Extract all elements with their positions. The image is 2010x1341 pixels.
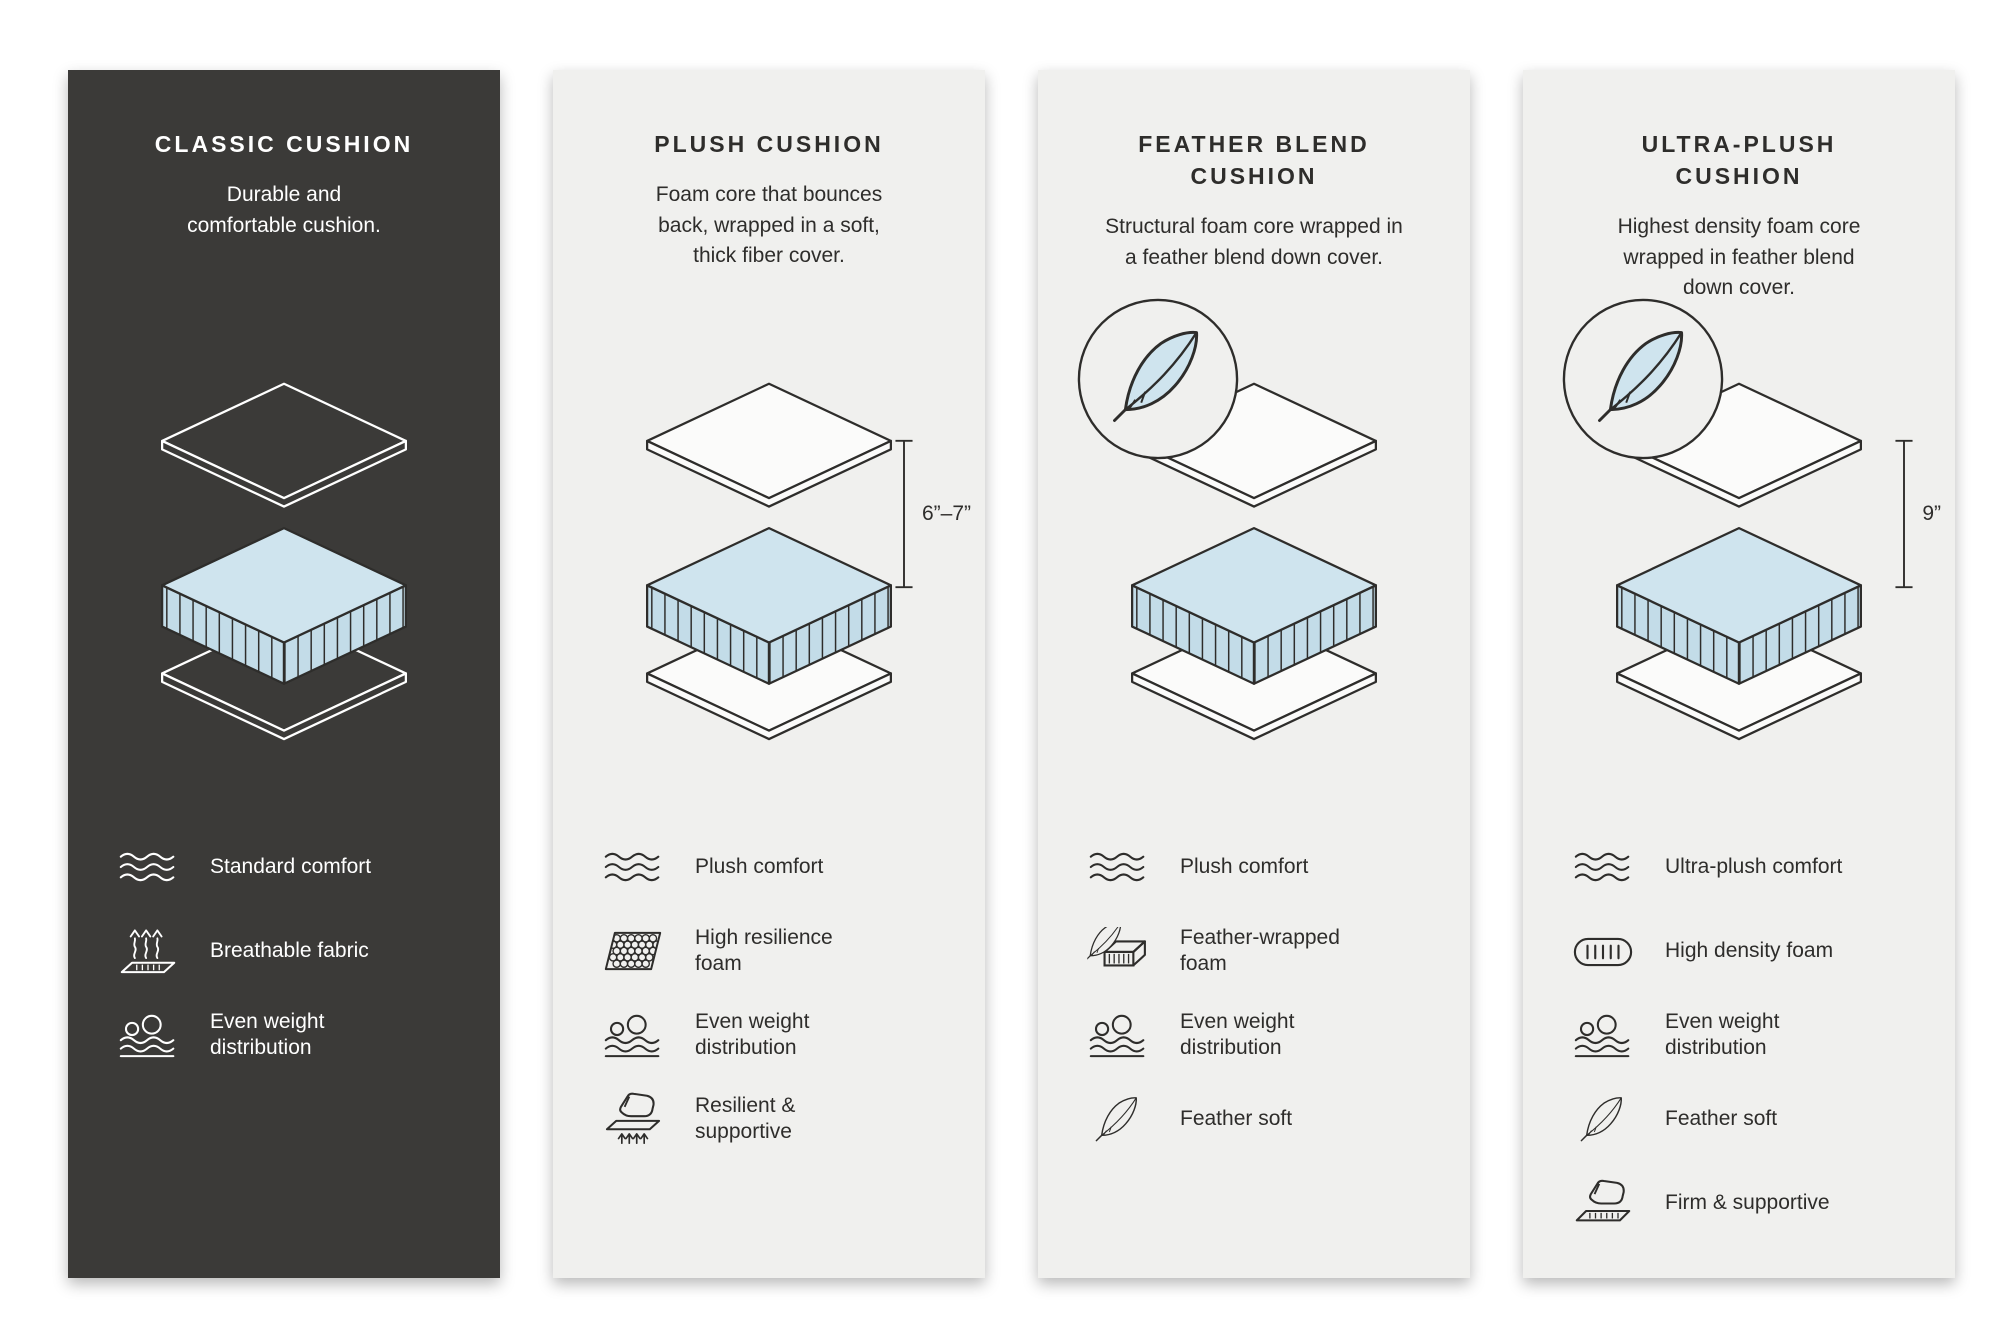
feature-item: Standard comfort [112, 838, 486, 896]
even-weight-icon [1567, 1012, 1639, 1059]
feature-label: Even weight distribution [210, 1009, 325, 1059]
feature-label: Feather-wrapped foam [1180, 925, 1340, 975]
panel-classic-cushion: CLASSIC CUSHION Durable and comfortable … [68, 70, 500, 1278]
panel-plush-cushion: PLUSH CUSHION Foam core that bounces bac… [553, 70, 985, 1278]
feather-icon [1082, 1095, 1154, 1143]
panel-description: Highest density foam core wrapped in fea… [1617, 215, 1861, 300]
comfort-waves-icon [1567, 848, 1639, 886]
feature-label: Ultra-plush comfort [1665, 854, 1843, 878]
feature-item: Plush comfort [1082, 838, 1456, 896]
feather-wrapped-foam-icon [1082, 927, 1154, 975]
feature-label: High resilience foam [695, 925, 833, 975]
feature-item: Plush comfort [597, 838, 971, 896]
feature-label: Standard comfort [210, 854, 372, 878]
breathable-fabric-icon [112, 927, 184, 976]
panel-title: FEATHER BLEND CUSHION [1138, 131, 1370, 190]
feature-label: Even weight distribution [695, 1009, 810, 1059]
density-foam-icon [1567, 930, 1639, 973]
feather-badge [1562, 298, 1724, 460]
feature-item: High resilience foam [597, 922, 971, 980]
feature-list: Ultra-plush comfort High density foam Ev… [1567, 838, 1941, 1258]
height-marker: 6”–7” [894, 438, 971, 590]
panel-feather-blend-cushion: FEATHER BLEND CUSHION Structural foam co… [1038, 70, 1470, 1278]
cushion-diagram: 6”–7” [553, 320, 985, 760]
even-weight-icon [1082, 1012, 1154, 1059]
feature-item: Feather soft [1082, 1090, 1456, 1148]
feather-badge [1077, 298, 1239, 460]
feature-item: High density foam [1567, 922, 1941, 980]
comfort-waves-icon [1082, 848, 1154, 886]
feature-label: Even weight distribution [1180, 1009, 1295, 1059]
firm-supportive-icon [1567, 1179, 1639, 1228]
feature-item: Firm & supportive [1567, 1174, 1941, 1232]
height-marker: 9” [1894, 438, 1941, 590]
cushion-diagram [68, 320, 500, 760]
feature-label: Feather soft [1180, 1106, 1293, 1130]
height-label: 9” [1922, 502, 1941, 525]
panel-title: CLASSIC CUSHION [154, 131, 414, 157]
dimension-line [1895, 439, 1913, 589]
dimension-line [895, 439, 913, 589]
cushion-diagram: 9” [1523, 298, 1955, 760]
panel-ultra-plush-cushion: ULTRA-PLUSH CUSHION Highest density foam… [1523, 70, 1955, 1278]
feature-item: Even weight distribution [112, 1006, 486, 1064]
feature-list: Standard comfort Breathable fabric Even … [112, 838, 486, 1090]
resilient-supportive-icon [597, 1092, 669, 1146]
comfort-waves-icon [112, 848, 184, 886]
feature-label: Firm & supportive [1665, 1190, 1830, 1214]
feature-list: Plush comfort Feather-wrapped foam Even … [1082, 838, 1456, 1174]
cushion-layers-illustration [619, 380, 919, 750]
feature-item: Feather-wrapped foam [1082, 922, 1456, 980]
cushion-comparison-infographic: CLASSIC CUSHION Durable and comfortable … [68, 70, 1955, 1278]
comfort-waves-icon [597, 848, 669, 886]
feature-label: Plush comfort [695, 854, 824, 878]
height-label: 6”–7” [921, 502, 971, 525]
feature-item: Resilient & supportive [597, 1090, 971, 1148]
resilience-foam-icon [597, 930, 669, 972]
even-weight-icon [597, 1012, 669, 1059]
cushion-layers-illustration [134, 380, 434, 750]
cushion-diagram [1038, 298, 1470, 760]
panel-description: Structural foam core wrapped in a feathe… [1105, 215, 1403, 269]
feather-icon [1567, 1095, 1639, 1143]
feature-label: Breathable fabric [210, 938, 369, 962]
feature-list: Plush comfort High resilience foam Even … [597, 838, 971, 1174]
feature-item: Even weight distribution [1567, 1006, 1941, 1064]
panel-description: Foam core that bounces back, wrapped in … [655, 183, 883, 268]
feature-label: Resilient & supportive [695, 1093, 796, 1143]
panel-title: ULTRA-PLUSH CUSHION [1641, 131, 1837, 190]
feature-item: Even weight distribution [597, 1006, 971, 1064]
even-weight-icon [112, 1012, 184, 1059]
panel-title: PLUSH CUSHION [654, 131, 884, 157]
feature-label: Plush comfort [1180, 854, 1309, 878]
feature-label: Feather soft [1665, 1106, 1778, 1130]
feature-label: High density foam [1665, 938, 1834, 962]
feature-item: Feather soft [1567, 1090, 1941, 1148]
feature-item: Breathable fabric [112, 922, 486, 980]
panel-description: Durable and comfortable cushion. [187, 183, 381, 237]
feature-item: Ultra-plush comfort [1567, 838, 1941, 896]
feature-item: Even weight distribution [1082, 1006, 1456, 1064]
feature-label: Even weight distribution [1665, 1009, 1780, 1059]
